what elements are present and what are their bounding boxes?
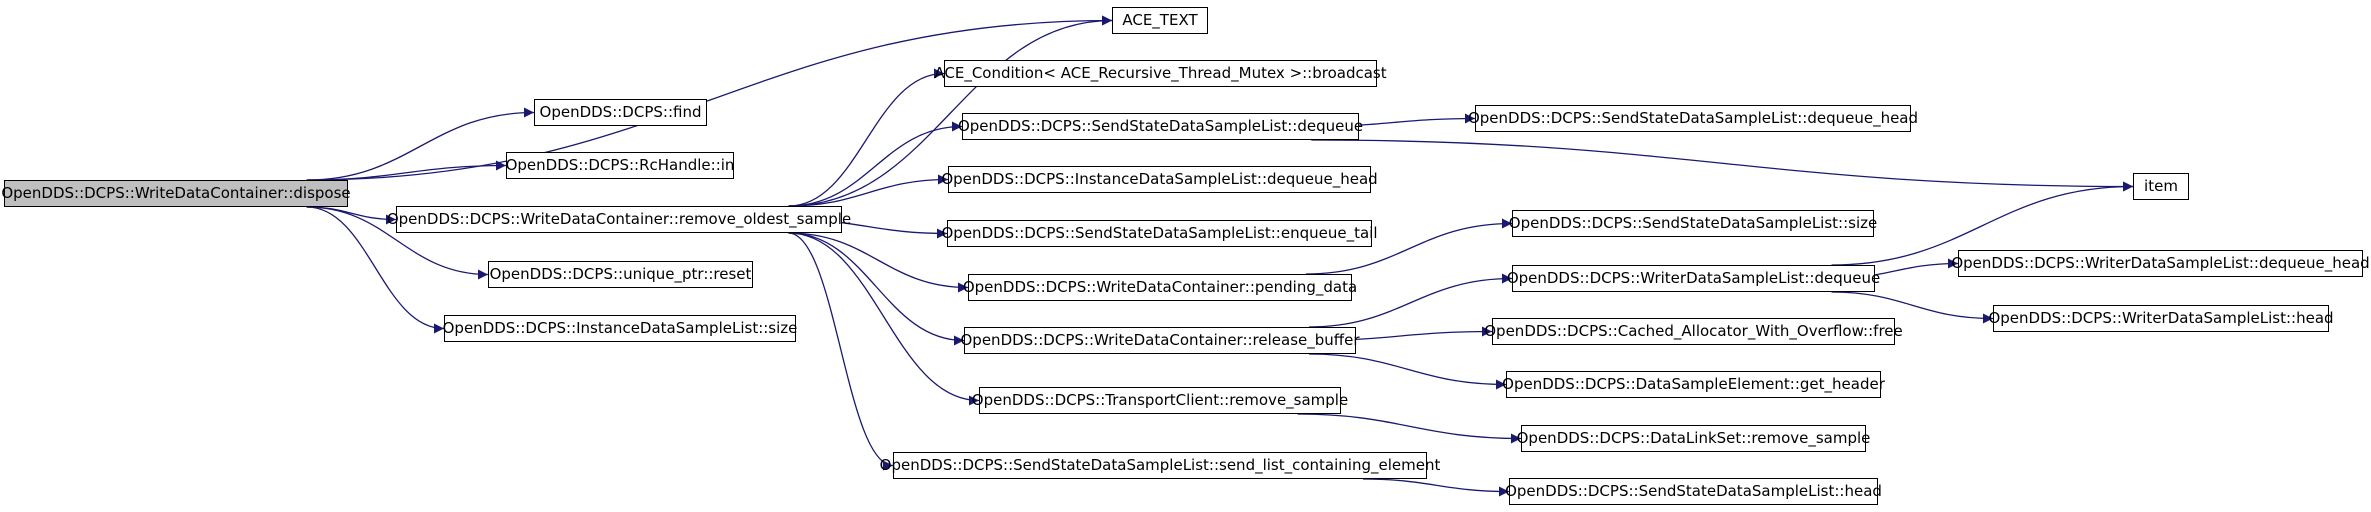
edge-writer_dequeue-to-item	[1831, 181, 2134, 266]
node-instance-dequeue-head[interactable]: OpenDDS::DCPS::InstanceDataSampleList::d…	[941, 166, 1378, 193]
node-ss-size[interactable]: OpenDDS::DCPS::SendStateDataSampleList::…	[1509, 210, 1877, 237]
node-get-header[interactable]: OpenDDS::DCPS::DataSampleElement::get_he…	[1502, 371, 1885, 398]
edge-remove_oldest_sample-to-send_list_containing_element	[788, 232, 894, 471]
node-find[interactable]: OpenDDS::DCPS::find	[534, 99, 707, 126]
edge-dispose-to-unique_ptr_reset	[306, 206, 489, 280]
node-unique-ptr-reset[interactable]: OpenDDS::DCPS::unique_ptr::reset	[488, 261, 753, 288]
node-ss-head[interactable]: OpenDDS::DCPS::SendStateDataSampleList::…	[1505, 478, 1882, 505]
edge-dispose-to-instance_size	[306, 206, 445, 334]
edge-transport_remove_sample-to-datalinkset_remove_sample	[1297, 413, 1522, 444]
node-writer-head[interactable]: OpenDDS::DCPS::WriterDataSampleList::hea…	[1988, 305, 2334, 332]
node-writer-dequeue-head[interactable]: OpenDDS::DCPS::WriterDataSampleList::deq…	[1951, 250, 2370, 277]
edge-pending_data-to-ss_size	[1305, 218, 1513, 275]
edge-remove_oldest_sample-to-instance_dequeue_head	[788, 174, 949, 207]
node-rchandle-in[interactable]: OpenDDS::DCPS::RcHandle::in	[506, 152, 734, 179]
edge-ss_dequeue-to-item	[1311, 139, 2134, 192]
edge-remove_oldest_sample-to-pending_data	[788, 232, 969, 293]
edge-remove_oldest_sample-to-ss_dequeue	[788, 121, 963, 207]
edge-send_list_containing_element-to-ss_head	[1362, 478, 1510, 497]
node-ace-condition-broadcast[interactable]: ACE_Condition< ACE_Recursive_Thread_Mute…	[934, 60, 1387, 87]
node-ss-dequeue[interactable]: OpenDDS::DCPS::SendStateDataSampleList::…	[958, 113, 1363, 140]
node-ss-dequeue-head[interactable]: OpenDDS::DCPS::SendStateDataSampleList::…	[1468, 105, 1918, 132]
node-ss-enqueue-tail[interactable]: OpenDDS::DCPS::SendStateDataSampleList::…	[942, 220, 1378, 247]
edge-dispose-to-rchandle_in	[306, 160, 507, 181]
edge-remove_oldest_sample-to-release_buffer	[788, 232, 965, 346]
node-item[interactable]: item	[2133, 173, 2189, 200]
node-send-list-containing-element[interactable]: OpenDDS::DCPS::SendStateDataSampleList::…	[880, 452, 1440, 479]
node-instance-size[interactable]: OpenDDS::DCPS::InstanceDataSampleList::s…	[443, 315, 797, 342]
edge-writer_dequeue-to-writer_head	[1831, 291, 1994, 324]
node-writer-dequeue[interactable]: OpenDDS::DCPS::WriterDataSampleList::deq…	[1507, 265, 1880, 292]
edge-remove_oldest_sample-to-ace_text	[788, 15, 1113, 207]
node-cached-free[interactable]: OpenDDS::DCPS::Cached_Allocator_With_Ove…	[1484, 318, 1903, 345]
node-datalinkset-remove-sample[interactable]: OpenDDS::DCPS::DataLinkSet::remove_sampl…	[1517, 425, 1870, 452]
edge-dispose-to-find	[306, 107, 535, 181]
node-ace-text[interactable]: ACE_TEXT	[1112, 7, 1208, 34]
edge-release_buffer-to-get_header	[1308, 353, 1507, 390]
node-pending-data[interactable]: OpenDDS::DCPS::WriteDataContainer::pendi…	[963, 274, 1357, 301]
node-transport-remove-sample[interactable]: OpenDDS::DCPS::TransportClient::remove_s…	[972, 387, 1348, 414]
node-release-buffer[interactable]: OpenDDS::DCPS::WriteDataContainer::relea…	[961, 327, 1360, 354]
edge-release_buffer-to-writer_dequeue	[1308, 273, 1513, 328]
edge-remove_oldest_sample-to-ace_condition_broadcast	[788, 68, 945, 207]
node-dispose[interactable]: OpenDDS::DCPS::WriteDataContainer::dispo…	[1, 180, 351, 207]
edge-remove_oldest_sample-to-transport_remove_sample	[788, 232, 980, 406]
edge-dispose-to-ace_text	[306, 15, 1113, 181]
node-remove-oldest-sample[interactable]: OpenDDS::DCPS::WriteDataContainer::remov…	[387, 206, 851, 233]
